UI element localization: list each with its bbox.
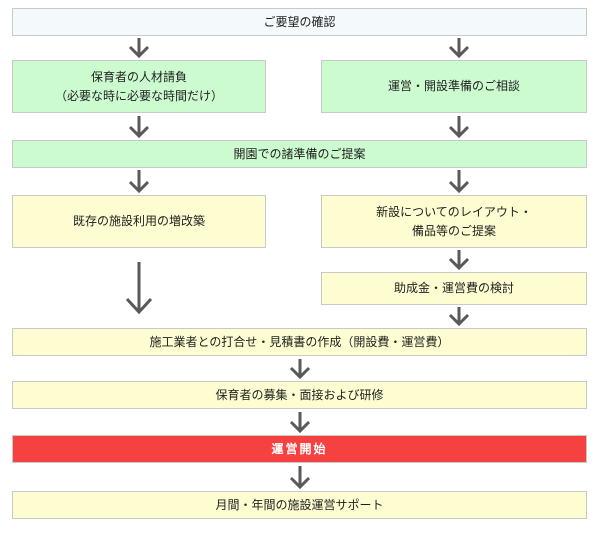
step-confirm: ご要望の確認 xyxy=(12,8,587,36)
arrow-staffing-to-proposal xyxy=(128,116,150,139)
step-existing-facility: 既存の施設利用の増改築 xyxy=(12,195,266,248)
arrow-confirm-to-consult xyxy=(448,38,470,59)
step-consult: 運営・開設準備のご相談 xyxy=(321,60,587,113)
step-staffing-line2: （必要な時に必要な時間だけ） xyxy=(54,88,223,103)
step-proposal-opening-label: 開園での諸準備のご提案 xyxy=(233,146,366,161)
arrow-existing-to-contractor xyxy=(125,262,153,315)
step-subsidy-label: 助成金・運営費の検討 xyxy=(393,281,514,295)
step-recruit-label: 保育者の募集・面接および研修 xyxy=(215,387,384,402)
step-staffing-line1: 保育者の人材請負 xyxy=(90,69,187,84)
arrow-start-to-support xyxy=(289,466,311,490)
step-contractor-label: 施工業者との打合せ・見積書の作成（開設費・運営費） xyxy=(149,334,450,349)
step-confirm-label: ご要望の確認 xyxy=(263,14,336,29)
step-support: 月間・年間の施設運営サポート xyxy=(12,491,587,519)
arrow-contractor-to-recruit xyxy=(289,359,311,380)
step-start: 運営開始 xyxy=(12,435,587,463)
step-proposal-opening: 開園での諸準備のご提案 xyxy=(12,140,587,168)
step-new-layout: 新設についてのレイアウト・ 備品等のご提案 xyxy=(321,195,587,248)
step-new-layout-line1: 新設についてのレイアウト・ xyxy=(376,204,532,219)
arrow-consult-to-proposal xyxy=(448,116,470,139)
step-recruit: 保育者の募集・面接および研修 xyxy=(12,381,587,409)
step-support-label: 月間・年間の施設運営サポート xyxy=(215,497,384,512)
step-new-layout-line2: 備品等のご提案 xyxy=(411,223,496,238)
step-consult-label: 運営・開設準備のご相談 xyxy=(387,79,520,93)
arrow-subsidy-to-contractor xyxy=(448,307,470,327)
arrow-proposal-to-newlayout xyxy=(448,170,470,194)
arrow-proposal-to-existing xyxy=(128,170,150,194)
arrow-confirm-to-staffing xyxy=(128,38,150,59)
step-subsidy: 助成金・運営費の検討 xyxy=(321,272,587,305)
step-start-label: 運営開始 xyxy=(271,441,328,456)
step-staffing: 保育者の人材請負 （必要な時に必要な時間だけ） xyxy=(12,60,266,113)
arrow-recruit-to-start xyxy=(289,412,311,434)
arrow-newlayout-to-subsidy xyxy=(448,250,470,271)
step-existing-facility-label: 既存の施設利用の増改築 xyxy=(72,214,205,228)
step-contractor: 施工業者との打合せ・見積書の作成（開設費・運営費） xyxy=(12,328,587,356)
